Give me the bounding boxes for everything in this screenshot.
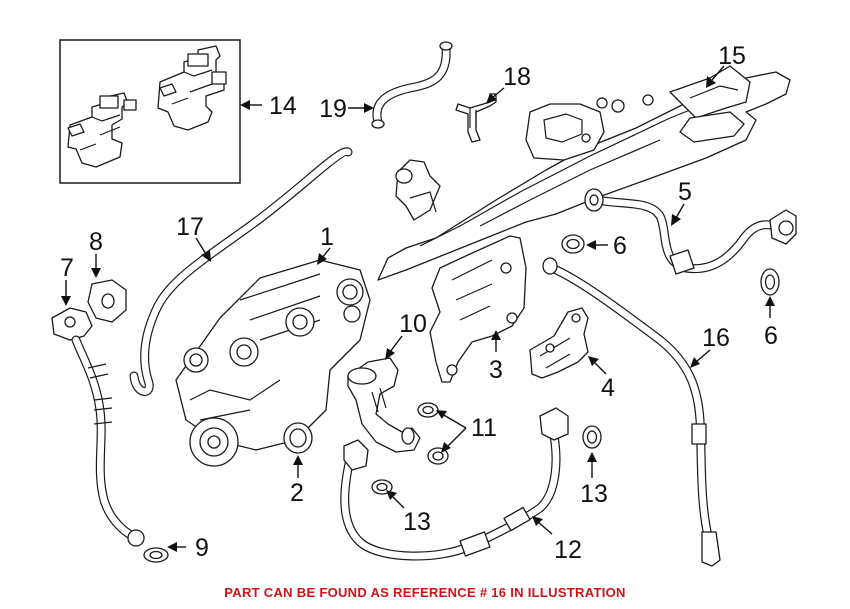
part-7-pipe [51,307,145,547]
callout-labels: 1 2 3 4 5 6 6 7 8 9 10 11 12 13 13 14 15… [60,42,778,564]
callout-15: 15 [718,42,746,70]
callout-1: 1 [320,223,334,251]
callout-12: 12 [554,536,582,564]
part-2-gasket [283,422,313,454]
vacuum-valve-right [157,45,227,131]
part-13-gasket-right [582,425,602,449]
part-6-gasket-right [760,268,780,296]
vacuum-valve-left [67,92,137,168]
part-5-oil-line [584,188,797,275]
callout-7: 7 [60,254,74,282]
callout-9: 9 [195,534,209,562]
callout-6-right: 6 [764,322,778,350]
part-11-gasket-upper [417,402,439,418]
callout-8: 8 [89,228,103,256]
callout-4: 4 [601,374,615,402]
part-17-hose [129,147,353,396]
part-4-bracket [529,307,589,379]
part-15-bracket-shield [377,65,791,281]
reference-note: PART CAN BE FOUND AS REFERENCE # 16 IN I… [224,585,626,600]
callout-5: 5 [678,178,692,206]
callout-10: 10 [399,310,427,338]
callout-6-left: 6 [613,232,627,260]
leader-lines [61,65,775,552]
callout-18: 18 [503,63,531,91]
callout-11: 11 [471,414,497,442]
callout-13-right: 13 [580,480,608,508]
part-12-line [340,407,569,561]
part-3-heat-shield [429,235,527,383]
callout-16: 16 [702,324,730,352]
part-8-gasket [87,279,127,323]
callout-13-left: 13 [403,508,431,536]
part-13-gasket-left [371,479,393,495]
part-9-gasket [143,547,169,563]
callout-14: 14 [269,92,297,120]
part-10-elbow [347,357,421,453]
callout-2: 2 [290,479,304,507]
part-19-hose [371,41,453,129]
callout-17: 17 [176,213,204,241]
part-16-line [542,257,721,567]
part-14-inset [59,39,241,184]
part-6-gasket-left [561,234,585,254]
callout-19: 19 [319,95,347,123]
callout-3: 3 [489,356,503,384]
part-1-turbocharger [175,259,371,467]
